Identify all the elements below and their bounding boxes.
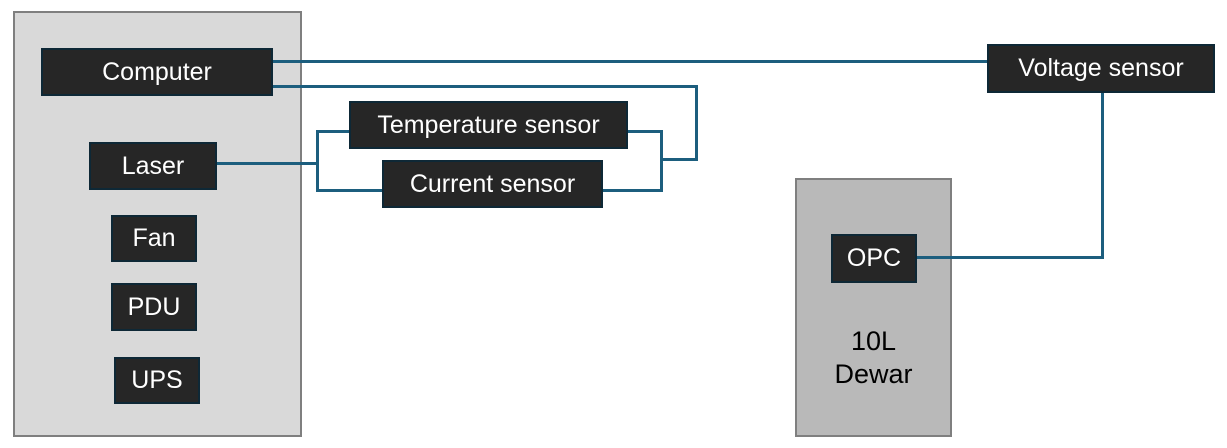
node-pdu: PDU — [111, 283, 197, 331]
node-voltage-sensor: Voltage sensor — [987, 44, 1215, 93]
node-opc-label: OPC — [846, 244, 902, 272]
connector-voltage-opc-h — [917, 256, 1104, 259]
node-ups-label: UPS — [131, 366, 183, 394]
dewar-caption-line1: 10L — [850, 326, 897, 356]
connector-sensors-left-bracket — [316, 130, 319, 192]
node-fan: Fan — [111, 215, 197, 262]
connector-computer-sensors-v — [695, 85, 698, 161]
node-computer-label: Computer — [102, 57, 212, 86]
dewar-container — [795, 178, 952, 437]
node-temperature-sensor: Temperature sensor — [349, 101, 628, 149]
node-ups: UPS — [114, 357, 200, 404]
dewar-caption: 10L Dewar — [795, 325, 952, 391]
connector-temperature-left — [316, 130, 351, 133]
node-current-sensor: Current sensor — [382, 160, 603, 208]
node-laser: Laser — [89, 142, 217, 190]
node-computer: Computer — [41, 48, 273, 96]
dewar-caption-line2: Dewar — [834, 359, 913, 389]
node-pdu-label: PDU — [127, 292, 181, 321]
node-fan-label: Fan — [132, 224, 176, 252]
connector-computer-voltage — [273, 60, 987, 63]
node-current-sensor-label: Current sensor — [409, 169, 576, 198]
connector-voltage-opc-v — [1101, 93, 1104, 259]
connector-sensors-right-bracket — [660, 130, 663, 192]
node-laser-label: Laser — [121, 151, 185, 180]
connector-laser-stub — [217, 162, 319, 165]
connector-temperature-right — [628, 130, 663, 133]
node-opc: OPC — [831, 234, 917, 283]
node-temperature-sensor-label: Temperature sensor — [377, 110, 600, 139]
connector-current-right — [603, 189, 663, 192]
node-voltage-sensor-label: Voltage sensor — [1018, 54, 1184, 82]
connector-computer-sensors-h1 — [273, 85, 698, 88]
connector-current-left — [316, 189, 384, 192]
connector-computer-sensors-h2 — [660, 158, 698, 161]
